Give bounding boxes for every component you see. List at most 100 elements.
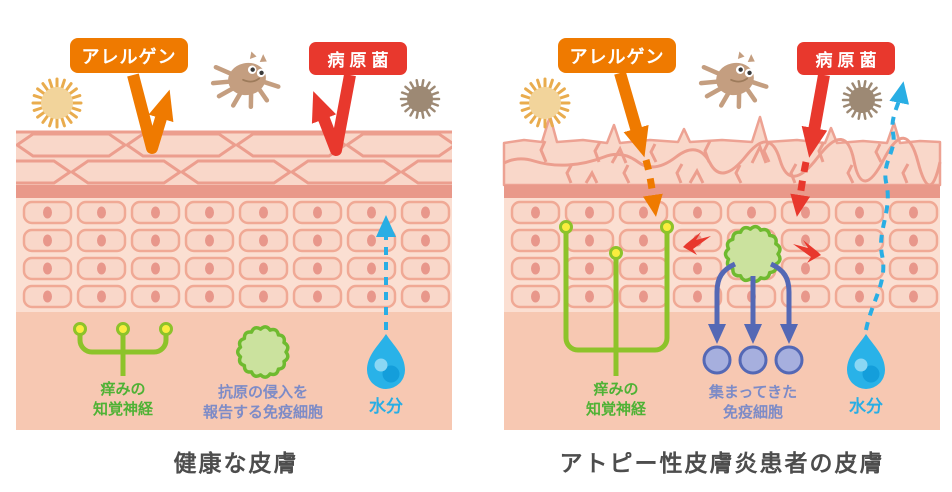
itch-nerve-label: 痒みの 知覚神経 [92, 380, 153, 418]
cell-nucleus [855, 206, 864, 219]
cell-nucleus [313, 234, 322, 247]
atopic-skin-panel [502, 51, 942, 430]
cell-nucleus [97, 234, 106, 247]
water-drop-icon [847, 334, 885, 389]
cell-nucleus [97, 206, 106, 219]
pathogen-badge: 病原菌 [797, 42, 895, 75]
allergen-blocked-arrow [127, 73, 174, 154]
moisture-label: 水分 [369, 397, 403, 417]
cell-nucleus [97, 262, 106, 275]
germ-icon [399, 79, 441, 119]
immune-cell-icon [723, 224, 782, 284]
cell-nucleus [151, 234, 160, 247]
cell-nucleus [313, 290, 322, 303]
cell-nucleus [585, 234, 594, 247]
cell-nucleus [43, 290, 52, 303]
cell-nucleus [531, 206, 540, 219]
cell-nucleus [909, 234, 918, 247]
cell-nucleus [421, 206, 430, 219]
cell-nucleus [639, 290, 648, 303]
pathogen-penetration-dashed [790, 161, 811, 217]
allergen-penetrating-arrow [614, 71, 649, 158]
cell-nucleus [205, 234, 214, 247]
cell-nucleus [259, 262, 268, 275]
cell-nucleus [801, 290, 810, 303]
pathogen-penetrating-arrow [801, 73, 830, 158]
cell-nucleus [639, 262, 648, 275]
cell-nucleus [531, 290, 540, 303]
cell-nucleus [259, 290, 268, 303]
allergen-penetration-dashed [642, 159, 663, 217]
itch-nerve-label: 痒みの 知覚神経 [585, 380, 646, 418]
itch-nerve-icon [559, 220, 674, 376]
skin-cells [22, 200, 451, 309]
cell-nucleus [151, 206, 160, 219]
cell-nucleus [205, 290, 214, 303]
corneum-hex-pattern [16, 131, 452, 185]
cell-nucleus [43, 262, 52, 275]
cell-nucleus [801, 206, 810, 219]
cell-nucleus [205, 262, 214, 275]
cell-nucleus [151, 290, 160, 303]
cell-nucleus [367, 206, 376, 219]
cell-nucleus [367, 262, 376, 275]
itch-nerve-icon [73, 322, 173, 376]
cell-nucleus [855, 234, 864, 247]
cell-nucleus [367, 234, 376, 247]
water-drop-icon [367, 334, 405, 389]
cell-nucleus [259, 206, 268, 219]
barrier-band [16, 185, 452, 198]
cell-nucleus [693, 206, 702, 219]
moisture-escaping-arrow [864, 81, 910, 331]
damaged-corneum-layer [502, 114, 942, 187]
cell-nucleus [909, 290, 918, 303]
immune-cell-label: 集まってきた 免疫細胞 [708, 383, 798, 421]
cell-nucleus [367, 290, 376, 303]
panel-title-atopic: アトピー性皮膚炎患者の皮膚 [559, 451, 885, 477]
barrier-band [504, 185, 940, 198]
cell-nucleus [421, 234, 430, 247]
pathogen-badge: 病原菌 [309, 42, 407, 75]
gathered-immune-cells-icon [702, 345, 804, 375]
pathogen-blocked-arrow [311, 73, 356, 156]
irritation-spark-icons [683, 232, 821, 263]
panel-title-healthy: 健康な皮膚 [173, 451, 299, 477]
cell-nucleus [43, 206, 52, 219]
cell-nucleus [205, 206, 214, 219]
cell-nucleus [585, 262, 594, 275]
healthy-skin-panel [16, 51, 452, 430]
cell-nucleus [801, 234, 810, 247]
cell-nucleus [639, 234, 648, 247]
cell-nucleus [909, 262, 918, 275]
cell-nucleus [693, 262, 702, 275]
cell-nucleus [531, 262, 540, 275]
cell-nucleus [421, 262, 430, 275]
cell-nucleus [693, 290, 702, 303]
cell-nucleus [909, 206, 918, 219]
moisture-label: 水分 [849, 397, 883, 417]
cell-nucleus [151, 262, 160, 275]
immune-cell-label: 抗原の侵入を 報告する免疫細胞 [202, 383, 323, 421]
germ-icon [841, 80, 883, 120]
cell-nucleus [259, 234, 268, 247]
cell-nucleus [585, 206, 594, 219]
immune-recruitment-arrows [708, 261, 798, 344]
cell-nucleus [639, 206, 648, 219]
dust-mite-icon [210, 51, 281, 110]
cell-nucleus [855, 290, 864, 303]
cell-nucleus [747, 206, 756, 219]
allergen-badge: アレルゲン [70, 38, 188, 73]
cell-nucleus [531, 234, 540, 247]
skin-illustration-canvas [16, 51, 942, 430]
skin-cells [510, 200, 939, 309]
immune-cell-icon [235, 325, 290, 379]
pollen-icon [31, 77, 83, 129]
allergen-badge: アレルゲン [558, 38, 676, 73]
cell-nucleus [801, 262, 810, 275]
cell-nucleus [43, 234, 52, 247]
cell-nucleus [313, 206, 322, 219]
cell-nucleus [855, 262, 864, 275]
dust-mite-icon [698, 51, 769, 110]
cell-nucleus [97, 290, 106, 303]
